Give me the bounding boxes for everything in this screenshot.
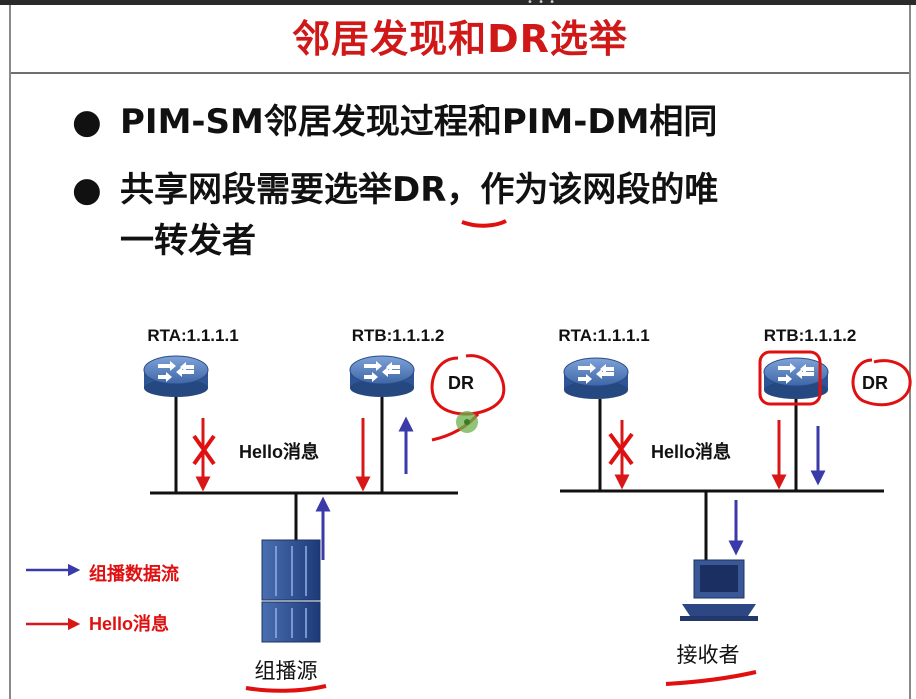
router-highlight-annotation (758, 350, 822, 406)
hello-label: Hello消息 (651, 441, 731, 462)
slide-border-left (9, 5, 11, 699)
more-dots-icon[interactable]: • • • (527, 0, 557, 8)
router-b-label: RTB:1.1.1.2 (764, 326, 857, 345)
title-divider (11, 72, 909, 74)
bullet-text: 共享网段需要选举DR，作为该网段的唯 (120, 170, 719, 210)
server-icon (261, 539, 321, 643)
computer-icon (680, 559, 758, 621)
receiver-label: 接收者 (677, 643, 740, 667)
hello-label: Hello消息 (239, 441, 319, 462)
underline-annotation (245, 684, 327, 693)
router-caption: ROUTER (583, 401, 609, 407)
bullet-text-continued: 一转发者 (120, 221, 256, 261)
window-top-bar (0, 0, 916, 5)
blocked-x-icon (608, 432, 634, 466)
bullet-marker: ● (72, 170, 102, 210)
legend-multicast-label: 组播数据流 (89, 563, 179, 585)
router-b-label: RTB:1.1.1.2 (352, 326, 445, 345)
dr-label: DR (448, 373, 474, 393)
bullet-marker: ● (72, 102, 102, 142)
slide-title: 邻居发现和DR选举 (292, 17, 628, 61)
router-a-label: RTA:1.1.1.1 (147, 326, 238, 345)
blocked-x-icon (192, 434, 216, 466)
underline-annotation (665, 670, 757, 686)
dr-label: DR (862, 373, 888, 393)
legend-hello-label: Hello消息 (89, 613, 169, 634)
router-a-label: RTA:1.1.1.1 (558, 326, 649, 345)
dr-circle-annotation (851, 358, 912, 407)
pointer-cursor-dot (464, 419, 470, 425)
bullet-text: PIM-SM邻居发现过程和PIM-DM相同 (120, 102, 718, 142)
slide-border-right (909, 5, 911, 699)
source-label: 组播源 (255, 659, 318, 683)
router-a-icon: ROUTER (563, 357, 629, 407)
underline-annotation (461, 219, 507, 228)
